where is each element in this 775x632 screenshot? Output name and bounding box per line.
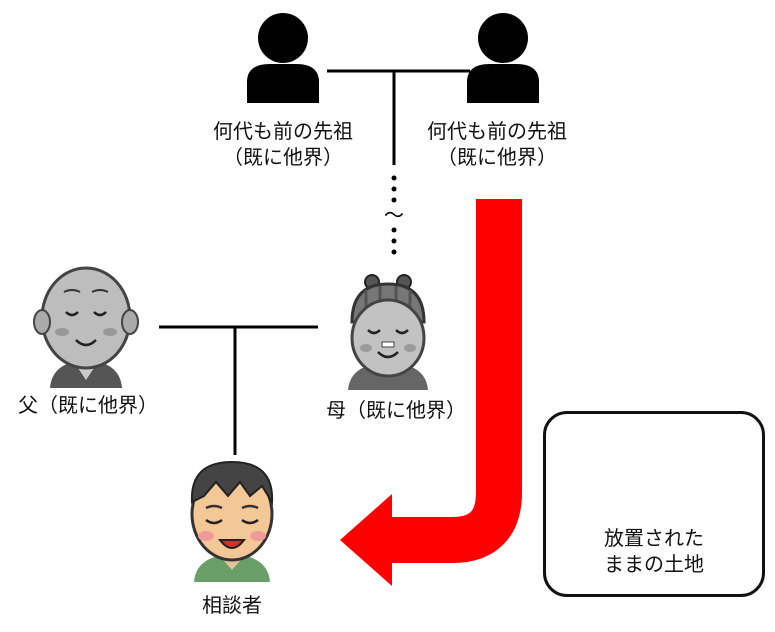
- ancestor-right-label-line1: 何代も前の先祖: [427, 119, 567, 143]
- ancestor-left-label-line2: （既に他界）: [223, 145, 343, 169]
- land-box: [543, 411, 765, 597]
- generation-gap-tilde: 〜: [384, 203, 404, 227]
- ancestor-right-label-line2: （既に他界）: [437, 145, 557, 169]
- mother-illustration: [348, 274, 428, 390]
- inheritance-arrow: [340, 199, 522, 586]
- client-label: 相談者: [202, 593, 262, 617]
- land-label-line1: 放置された: [604, 526, 704, 550]
- ancestor-right-label: 何代も前の先祖 （既に他界）: [412, 118, 582, 170]
- client-illustration: [190, 460, 274, 582]
- ancestor-left-label: 何代も前の先祖 （既に他界）: [198, 118, 368, 170]
- generation-gap-dots: [391, 175, 397, 255]
- land-label: 放置された ままの土地: [543, 525, 765, 577]
- ancestor-left-label-line1: 何代も前の先祖: [213, 119, 353, 143]
- land-label-line2: ままの土地: [604, 552, 704, 576]
- father-illustration: [33, 266, 139, 388]
- ancestor-right-silhouette: [467, 13, 539, 103]
- mother-label: 母（既に他界）: [326, 398, 466, 422]
- ancestor-left-silhouette: [247, 13, 319, 103]
- father-label: 父（既に他界）: [18, 393, 158, 417]
